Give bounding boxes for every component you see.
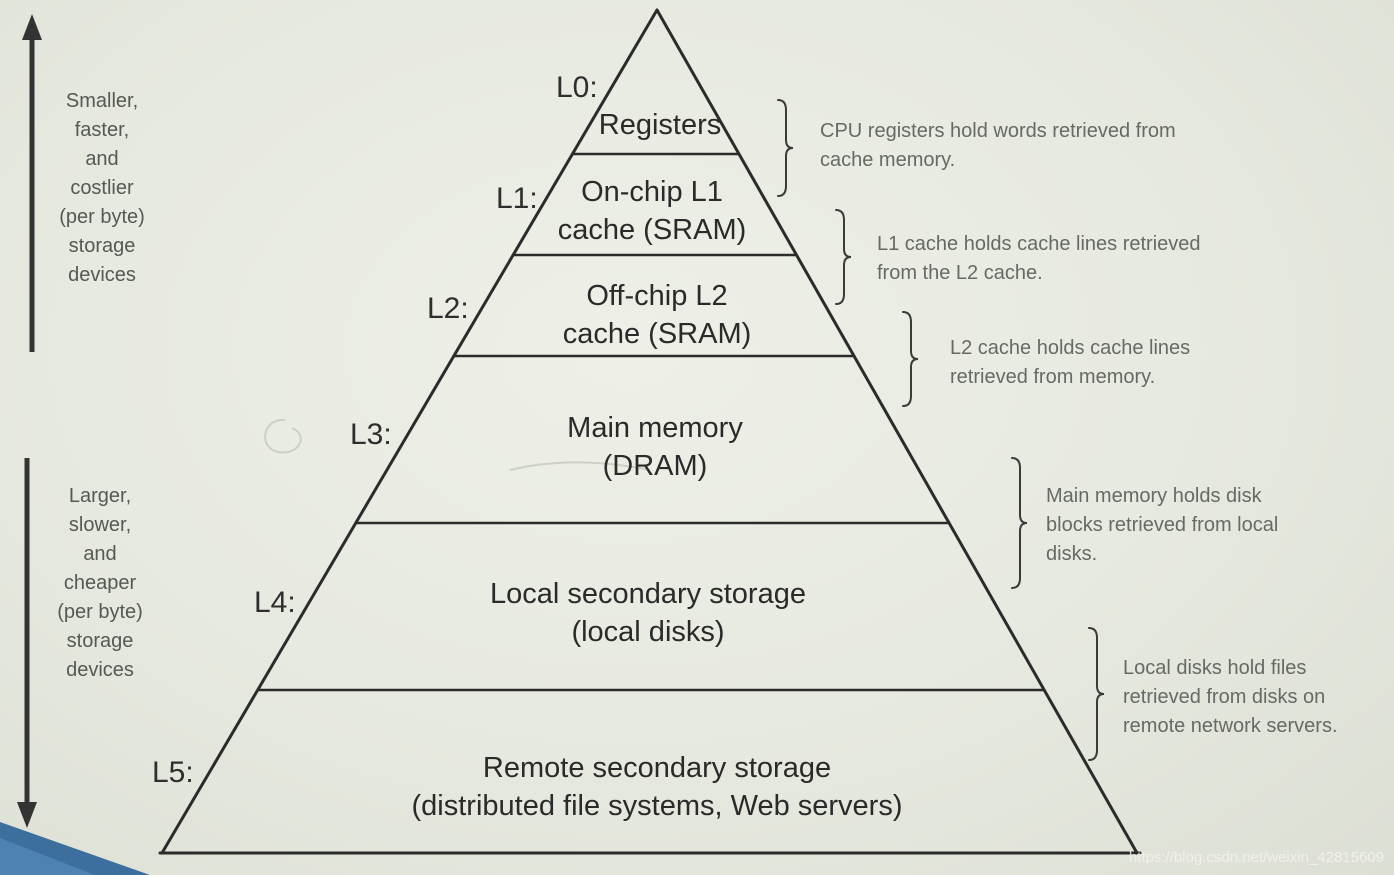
level-name-line: cache (SRAM) [558,214,747,246]
side-label-top: Smaller, faster, and costlier (per byte) stor… [59,90,145,286]
annotation-line: L1 cache holds cache lines retrieved [877,233,1201,255]
level-name: Off-chip L2 cache (SRAM) [563,280,752,350]
arrow-up-icon [22,14,42,352]
annotation-line: from the L2 cache. [877,262,1043,284]
side-label-line: Smaller, [66,90,138,112]
level-name-line: (distributed file systems, Web servers) [412,790,903,822]
curly-brace-icon [1011,457,1028,589]
side-label-line: costlier [70,177,134,199]
level-name: Main memory (DRAM) [567,412,743,482]
side-label-bottom: Larger, slower, and cheaper (per byte) storag… [57,485,143,681]
side-label-line: faster, [75,119,129,141]
level-name-line: Remote secondary storage [483,752,831,784]
curly-brace-icon [777,99,794,197]
side-label-line: devices [68,264,136,286]
annotation-text: Main memory holds disk blocks retrieved f… [1046,485,1278,565]
level-tag: L5: [152,756,194,789]
level-name-line: Local secondary storage [490,578,806,610]
level-tag: L4: [254,586,296,619]
annotation-text: L1 cache holds cache lines retrieved from… [877,233,1201,284]
level-name: Remote secondary storage (distributed fil… [412,752,903,822]
level-tag: L3: [350,418,392,451]
side-label-line: devices [66,659,134,681]
annotation-text: L2 cache holds cache lines retrieved from… [950,337,1190,388]
side-label-line: and [85,148,118,170]
annotations: CPU registers hold words retrieved from c… [820,120,1338,737]
annotation-text: CPU registers hold words retrieved from c… [820,120,1176,171]
side-label-line: cheaper [64,572,137,594]
annotation-line: retrieved from memory. [950,366,1155,388]
level-tag: L1: [496,182,538,215]
level-name-line: cache (SRAM) [563,318,752,350]
side-label-line: and [83,543,116,565]
annotation-line: Local disks hold files [1123,657,1306,679]
level-name-line: Registers [599,109,722,141]
annotation-line: retrieved from disks on [1123,686,1325,708]
level-name: Local secondary storage (local disks) [490,578,806,648]
arrow-down-icon [17,458,37,828]
side-label-line: storage [69,235,136,257]
annotation-line: cache memory. [820,149,955,171]
level-name-line: (DRAM) [603,450,708,482]
curly-brace-icon [902,311,919,407]
annotation-line: Main memory holds disk [1046,485,1263,507]
level-name-line: (local disks) [571,616,724,648]
side-label-line: storage [67,630,134,652]
corner-strip-highlight [0,838,95,875]
level-name-line: On-chip L1 [581,176,723,208]
pyramid-outline [158,8,1142,855]
level-name-line: Off-chip L2 [586,280,727,312]
annotation-braces [777,99,1105,761]
level-name-line: Main memory [567,412,743,444]
level-tag: L0: [556,71,598,104]
level-name: On-chip L1 cache (SRAM) [558,176,747,246]
curly-brace-icon [835,209,852,305]
annotation-line: blocks retrieved from local [1046,514,1278,536]
watermark-text: https://blog.csdn.net/weixin_42815609 [1129,849,1384,866]
annotation-line: CPU registers hold words retrieved from [820,120,1176,142]
annotation-line: disks. [1046,543,1097,565]
side-label-line: (per byte) [59,206,145,228]
level-name: Registers [599,109,722,141]
pencil-stroke [509,461,651,471]
annotation-text: Local disks hold files retrieved from dis… [1123,657,1338,737]
annotation-line: L2 cache holds cache lines [950,337,1190,359]
pencil-smudge [264,418,302,454]
side-label-line: Larger, [69,485,131,507]
curly-brace-icon [1088,627,1105,761]
side-label-line: (per byte) [57,601,143,623]
level-tags: L0: L1: L2: L3: L4: L5: [152,71,598,789]
side-label-line: slower, [69,514,131,536]
level-tag: L2: [427,292,469,325]
level-dividers [257,152,1045,692]
annotation-line: remote network servers. [1123,715,1338,737]
